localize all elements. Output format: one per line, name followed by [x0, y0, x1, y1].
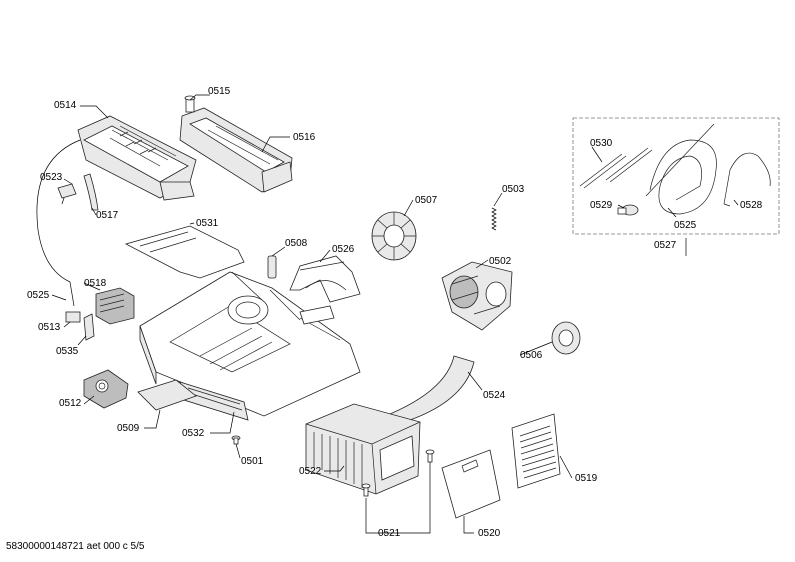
part-0531-base-housing [124, 225, 361, 421]
leader-lines [51, 94, 739, 534]
label-0514: 0514 [54, 100, 77, 111]
label-0508: 0508 [285, 238, 308, 249]
label-0523: 0523 [40, 172, 63, 183]
part-0522-condenser [305, 403, 421, 495]
part-0508-sensor [267, 255, 277, 279]
document-code-footer: 58300000148721 aet 000 c 5/5 [6, 541, 145, 552]
part-0502-motor [441, 261, 513, 331]
part-0520-cover-plate [441, 449, 501, 519]
part-0501-screw [231, 435, 241, 445]
label-0521: 0521 [378, 528, 401, 539]
part-0512-sensor-module [83, 369, 129, 409]
part-0519-grille-door [511, 413, 561, 489]
part-0507-fan-wheel [371, 211, 417, 261]
part-0516-water-tank [179, 107, 293, 193]
part-0521-screws [361, 449, 435, 497]
part-0523-clip [57, 183, 77, 205]
accessory-inset-box [572, 117, 780, 235]
label-0532: 0532 [182, 428, 205, 439]
label-0529: 0529 [590, 200, 613, 211]
part-0509-flap [137, 379, 197, 411]
label-0512: 0512 [59, 398, 82, 409]
label-0524: 0524 [483, 390, 506, 401]
label-0535: 0535 [56, 346, 79, 357]
part-0513-connector [65, 311, 81, 323]
label-0501: 0501 [241, 456, 264, 467]
label-0502: 0502 [489, 256, 512, 267]
part-0514-water-container [77, 115, 197, 201]
label-0518: 0518 [84, 278, 107, 289]
label-0526: 0526 [332, 244, 355, 255]
part-0528-hose-bracket [723, 152, 771, 207]
part-0525-coiled-hose [645, 123, 717, 215]
label-0525: 0525 [27, 290, 50, 301]
label-0527: 0527 [654, 240, 677, 251]
part-0535-elbow [83, 313, 95, 341]
label-0522: 0522 [299, 466, 322, 477]
label-0503: 0503 [502, 184, 525, 195]
label-0528: 0528 [740, 200, 763, 211]
part-0525-drain-hose [36, 139, 81, 307]
label-0515: 0515 [208, 86, 231, 97]
label-0530: 0530 [590, 138, 613, 149]
label-0509: 0509 [117, 423, 140, 434]
label-0507: 0507 [415, 195, 438, 206]
label-0506: 0506 [520, 350, 543, 361]
part-0515-drain-cap [184, 95, 196, 113]
label-0525-inset: 0525 [674, 220, 697, 231]
part-0503-spring [491, 207, 497, 231]
part-0518-filter [95, 287, 135, 325]
label-0519: 0519 [575, 473, 598, 484]
part-0530-rods [579, 147, 653, 189]
part-0517-hose [83, 173, 99, 211]
label-0516: 0516 [293, 132, 316, 143]
label-0517: 0517 [96, 210, 119, 221]
part-0524-curved-seal [389, 355, 475, 425]
part-0529-connector [617, 204, 639, 216]
label-0520: 0520 [478, 528, 501, 539]
part-0506-small-fan [551, 321, 581, 355]
part-0526-air-duct [289, 255, 361, 325]
part-labels: 0514 0515 0516 0523 0517 0531 0508 0526 … [27, 86, 763, 539]
label-0513: 0513 [38, 322, 61, 333]
label-0531: 0531 [196, 218, 219, 229]
